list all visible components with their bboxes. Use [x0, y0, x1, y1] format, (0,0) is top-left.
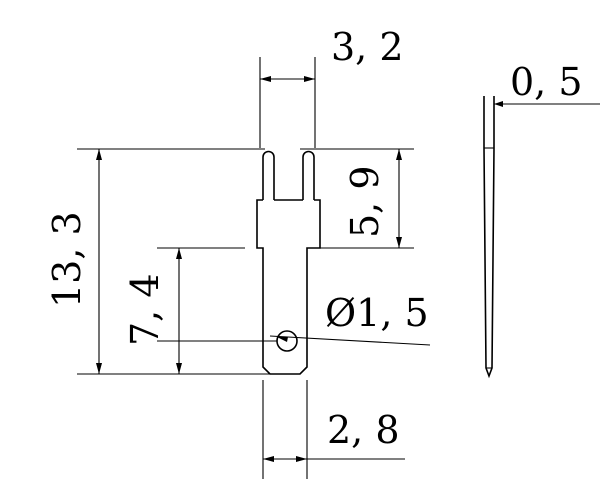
- dim-hole-diameter-label: Ø1, 5: [325, 291, 429, 335]
- part-body: [256, 199, 321, 375]
- dim-slot-height: 5, 9: [300, 148, 414, 249]
- dim-hole-diameter: Ø1, 5: [269, 291, 431, 346]
- dim-top-width-label: 3, 2: [331, 25, 404, 69]
- dim-bottom-width-label: 2, 8: [327, 408, 400, 452]
- right-prong: [302, 150, 315, 200]
- dim-thickness-label: 0, 5: [510, 60, 583, 104]
- left-prong: [262, 150, 275, 200]
- dim-total-height-label: 13, 3: [45, 211, 89, 308]
- dim-total-height: 13, 3: [45, 148, 270, 375]
- dim-hole-position-label: 7, 4: [123, 273, 167, 346]
- dim-slot-height-label: 5, 9: [343, 165, 387, 238]
- side-profile: [483, 96, 495, 379]
- part-front-view: [256, 150, 321, 375]
- part-side-view: 0, 5: [483, 60, 600, 379]
- dim-hole-position: 7, 4: [123, 247, 277, 374]
- dim-top-width: 3, 2: [259, 25, 404, 148]
- dim-bottom-width: 2, 8: [262, 380, 405, 479]
